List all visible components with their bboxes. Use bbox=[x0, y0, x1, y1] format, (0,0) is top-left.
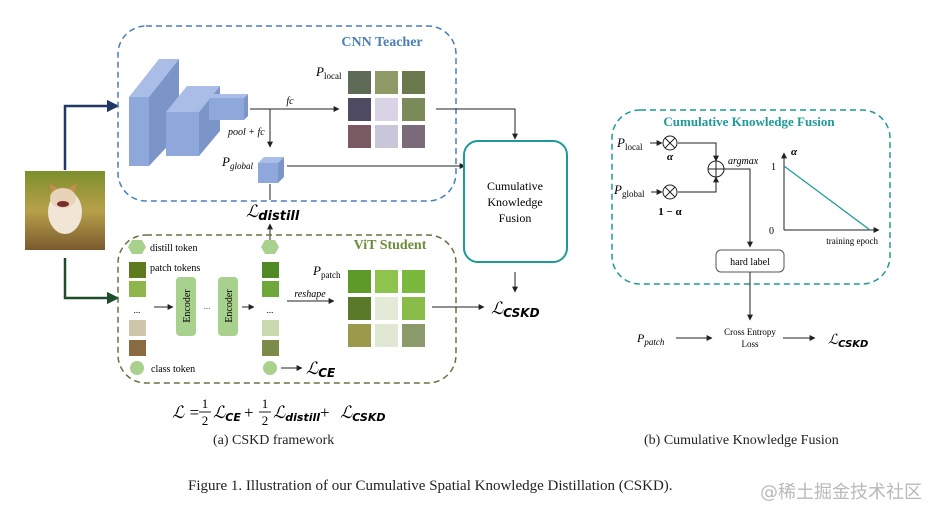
distill-loss-label: ℒdistill bbox=[246, 202, 300, 224]
class-token-label: class token bbox=[151, 364, 195, 375]
alpha-schedule-plot: α 1 0 training epoch bbox=[769, 146, 880, 246]
svg-text:ℒdistill: ℒdistill bbox=[273, 403, 320, 424]
encoder-block-1: Encoder bbox=[176, 277, 196, 336]
ce-loss-line2: Loss bbox=[741, 339, 759, 349]
plot-y-tick-0: 0 bbox=[769, 226, 774, 237]
fc-label: fc bbox=[286, 96, 294, 107]
patch-tile bbox=[402, 270, 425, 293]
hard-label-text: hard label bbox=[730, 257, 770, 268]
svg-text:Encoder: Encoder bbox=[224, 289, 235, 323]
cnn-teacher-title: CNN Teacher bbox=[341, 35, 422, 50]
svg-text:ℒ =: ℒ = bbox=[172, 403, 200, 422]
vit-student-box bbox=[117, 234, 457, 384]
patch-tokens-label: patch tokens bbox=[150, 263, 200, 274]
patch-tile bbox=[375, 297, 398, 320]
one-minus-alpha-label: 1 − α bbox=[658, 206, 682, 218]
alpha-decay-line bbox=[783, 165, 871, 231]
ckf-p-local-label: Plocal bbox=[616, 135, 643, 152]
plot-x-label: training epoch bbox=[826, 236, 878, 246]
svg-text:2: 2 bbox=[202, 413, 209, 428]
patch-tile bbox=[375, 270, 398, 293]
p-local-patch-grid bbox=[348, 71, 425, 148]
ckf-cskd-loss-label: ℒCSKD bbox=[828, 333, 868, 350]
cnn-teacher-box bbox=[117, 25, 457, 202]
patch-tile bbox=[348, 125, 371, 148]
alpha-weight-label: α bbox=[667, 151, 674, 163]
patch-tokens-output-column: ... bbox=[262, 262, 279, 356]
vit-student-title: ViT Student bbox=[354, 238, 427, 253]
patch-tile bbox=[348, 324, 371, 347]
p-local-label: Plocal bbox=[315, 64, 342, 81]
distill-token-label: distill token bbox=[150, 243, 198, 254]
distill-token-icon bbox=[128, 240, 146, 254]
class-token-out-icon bbox=[263, 361, 277, 375]
patch-tile bbox=[348, 71, 371, 94]
distill-token-out-icon bbox=[261, 240, 279, 254]
plot-y-label: α bbox=[791, 146, 798, 158]
p-patch-grid bbox=[348, 270, 425, 347]
total-loss-equation: ℒ = 1 2 ℒCE + 1 2 ℒdistill + ℒCSKD bbox=[172, 396, 386, 428]
p-patch-label: Ppatch bbox=[312, 263, 341, 280]
reshape-label: reshape bbox=[294, 289, 326, 300]
plot-y-tick-1: 1 bbox=[771, 162, 776, 173]
fusion-box-line3: Fusion bbox=[499, 211, 532, 225]
patch-tile bbox=[402, 71, 425, 94]
patch-tile bbox=[375, 324, 398, 347]
cumulative-knowledge-fusion-box bbox=[463, 140, 568, 263]
patch-tile bbox=[402, 125, 425, 148]
svg-text:ℒCE: ℒCE bbox=[213, 403, 241, 424]
arrow-sum-to-hard-label bbox=[724, 168, 753, 248]
figure-caption: Figure 1. Illustration of our Cumulative… bbox=[188, 478, 673, 494]
watermark: @稀土掘金技术社区 bbox=[760, 482, 922, 503]
class-token-icon bbox=[130, 361, 144, 375]
arrow-input-to-student bbox=[63, 258, 120, 305]
multiply-global-icon bbox=[662, 184, 678, 200]
svg-text:ℒCSKD: ℒCSKD bbox=[340, 403, 386, 424]
patch-tile bbox=[348, 297, 371, 320]
arrow-input-to-teacher bbox=[63, 99, 120, 170]
pool-fc-label: pool + fc bbox=[227, 127, 265, 138]
patch-tokens-input-column: ... bbox=[129, 262, 146, 356]
ckf-detail-box bbox=[611, 109, 891, 285]
patch-tile bbox=[375, 125, 398, 148]
svg-text:+: + bbox=[244, 403, 254, 422]
svg-text:Encoder: Encoder bbox=[182, 289, 193, 323]
ckf-title: Cumulative Knowledge Fusion bbox=[663, 114, 835, 129]
argmax-label: argmax bbox=[728, 156, 759, 167]
multiply-local-icon bbox=[662, 135, 678, 151]
cnn-backbone-icon bbox=[129, 59, 248, 166]
input-dog-image bbox=[25, 171, 105, 250]
ckf-p-global-label: Pglobal bbox=[613, 182, 645, 199]
patch-tile bbox=[348, 98, 371, 121]
ce-loss-label: ℒCE bbox=[306, 359, 336, 380]
ckf-p-patch-label: Ppatch bbox=[636, 331, 665, 347]
sum-icon bbox=[707, 160, 725, 178]
fusion-box-line2: Knowledge bbox=[487, 195, 542, 209]
svg-text:1: 1 bbox=[262, 396, 269, 411]
cskd-loss-label: ℒCSKD bbox=[491, 299, 540, 320]
patch-tile bbox=[402, 297, 425, 320]
subcaption-a: (a) CSKD framework bbox=[213, 433, 335, 448]
arrow-mult-local-to-sum bbox=[678, 142, 719, 162]
patch-tile bbox=[402, 98, 425, 121]
patch-tile bbox=[375, 71, 398, 94]
p-global-block-icon bbox=[258, 157, 284, 183]
patch-tile bbox=[375, 98, 398, 121]
encoder-ellipsis: ... bbox=[204, 301, 211, 311]
svg-text:...: ... bbox=[134, 305, 141, 315]
svg-text:2: 2 bbox=[262, 413, 269, 428]
svg-text:+: + bbox=[320, 403, 330, 422]
ce-loss-line1: Cross Entropy bbox=[724, 327, 776, 337]
arrow-mult-global-to-sum bbox=[678, 176, 719, 193]
subcaption-b: (b) Cumulative Knowledge Fusion bbox=[644, 433, 839, 448]
encoder-block-2: Encoder bbox=[218, 277, 238, 336]
patch-tile bbox=[402, 324, 425, 347]
patch-tile bbox=[348, 270, 371, 293]
svg-text:...: ... bbox=[267, 305, 274, 315]
p-global-label: Pglobal bbox=[221, 154, 253, 171]
svg-text:1: 1 bbox=[202, 396, 209, 411]
fusion-box-line1: Cumulative bbox=[487, 179, 543, 193]
arrow-local-to-fusion bbox=[436, 108, 518, 140]
